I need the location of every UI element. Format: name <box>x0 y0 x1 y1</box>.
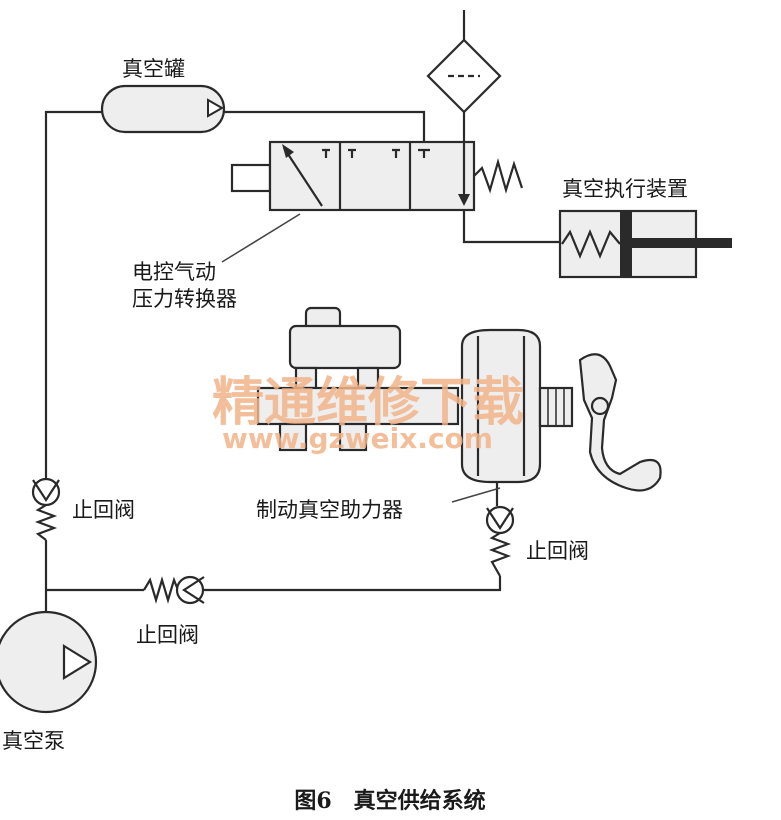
label-converter-line2: 压力转换器 <box>132 287 237 311</box>
line-tank-to-left-valve <box>44 110 104 478</box>
vacuum-pump-body <box>0 610 98 714</box>
pressure-converter <box>221 140 524 263</box>
label-check-valve-right: 止回阀 <box>526 539 589 563</box>
label-converter-line1: 电控气动 <box>132 260 216 284</box>
check-valve-seat-icon <box>181 576 205 604</box>
variable-arrow-line <box>283 147 323 207</box>
vacuum-lines <box>44 10 560 612</box>
label-vacuum-pump: 真空泵 <box>2 729 65 753</box>
converter-solenoid <box>230 163 272 193</box>
line-bottom-right <box>204 576 502 592</box>
label-actuator: 真空执行装置 <box>562 177 688 201</box>
actuator-spring-icon <box>561 229 621 259</box>
brake-booster <box>460 328 542 484</box>
vacuum-tank <box>100 84 226 134</box>
check-valve-ball-icon <box>175 575 205 605</box>
pump-arrow-icon <box>62 644 93 680</box>
variable-arrow-icon <box>282 144 294 158</box>
figure-caption: 图6 真空供给系统 <box>294 788 485 814</box>
watermark-title: 精通维修下载 <box>212 373 524 433</box>
line-tank-to-converter <box>222 110 426 145</box>
booster-leader-line <box>451 487 501 503</box>
check-valve-right <box>485 505 515 577</box>
master-cylinder-port <box>338 422 368 452</box>
actuator-piston <box>620 211 632 277</box>
vacuum-tank-body <box>100 84 226 134</box>
check-valve-bottom <box>143 575 205 605</box>
vacuum-pump <box>0 610 98 714</box>
port-mark <box>418 148 430 158</box>
pedal-pivot <box>590 396 610 416</box>
port-mark <box>322 148 330 158</box>
check-valve-seat-icon <box>486 507 514 531</box>
vacuum-actuator <box>558 209 732 279</box>
line-converter-to-actuator <box>462 210 560 244</box>
fluid-reservoir <box>288 324 402 370</box>
check-valve-left <box>31 477 61 541</box>
port-mark <box>348 148 356 158</box>
check-valve-spring-icon <box>143 576 180 604</box>
watermark-url: www.gzweix.com <box>222 422 493 455</box>
port-mark <box>392 148 400 158</box>
label-check-valve-left: 止回阀 <box>72 498 135 522</box>
converter-body <box>268 140 476 212</box>
tank-arrow-icon <box>207 98 225 118</box>
label-check-valve-bottom: 止回阀 <box>136 623 199 647</box>
converter-ports <box>322 148 430 158</box>
label-vacuum-tank: 真空罐 <box>122 57 185 81</box>
converter-leader-line <box>221 213 301 263</box>
brake-pedal <box>578 353 662 492</box>
watermark: 精通维修下载 www.gzweix.com <box>212 373 524 455</box>
check-valve-spring-icon <box>34 504 58 541</box>
label-booster: 制动真空助力器 <box>256 498 403 522</box>
actuator-rod <box>632 238 732 248</box>
check-valve-spring-icon <box>488 532 512 577</box>
flow-arrow-icon <box>458 194 470 206</box>
master-cylinder-port <box>278 422 308 452</box>
check-valve-seat-icon <box>32 479 60 503</box>
brake-assembly <box>256 306 662 503</box>
filter <box>426 38 502 114</box>
converter-spring-icon <box>473 157 524 194</box>
